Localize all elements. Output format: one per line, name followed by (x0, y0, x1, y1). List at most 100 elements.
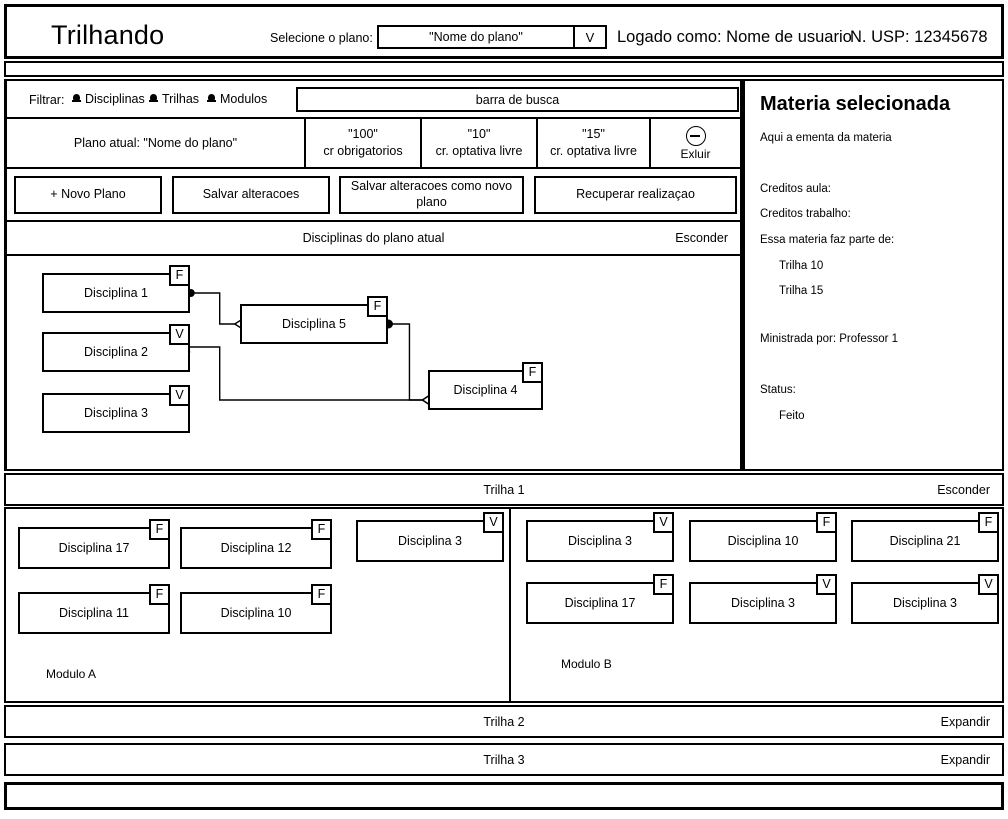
status-badge: V (816, 574, 837, 595)
usp-number-label: N. USP: 12345678 (850, 28, 988, 46)
plan-select-value: "Nome do plano" (429, 30, 523, 44)
trilha1-toggle[interactable]: Esconder (937, 482, 990, 497)
status-badge: V (169, 324, 190, 345)
action-buttons-row: + Novo Plano Salvar alteracoes Salvar al… (7, 169, 740, 222)
credit-cell-obrigatorios: "100" cr obrigatorios (306, 119, 422, 167)
taught-by-label: Ministrada por: Professor 1 (760, 333, 899, 345)
credit-cell-optativa-livre-2: "15" cr. optativa livre (538, 119, 651, 167)
module-card-label: Disciplina 3 (568, 534, 632, 548)
filter-option-modulos[interactable]: Modulos (207, 92, 267, 106)
plan-disciplines-title: Disciplinas do plano atual (302, 231, 445, 245)
new-plan-button[interactable]: + Novo Plano (14, 176, 162, 214)
delete-plan-button[interactable]: Exluir (651, 119, 740, 167)
module-card-disciplina-17[interactable]: Disciplina 17 F (526, 574, 674, 624)
module-card-disciplina-3[interactable]: Disciplina 3 V (526, 512, 674, 562)
recover-progress-button[interactable]: Recuperar realizaçao (534, 176, 737, 214)
status-badge: F (311, 584, 332, 605)
plan-disciplines-header: Disciplinas do plano atual Esconder (7, 222, 740, 256)
graph-node-disciplina-2[interactable]: Disciplina 2 V (42, 324, 190, 372)
module-card-disciplina-17[interactable]: Disciplina 17 F (18, 519, 170, 569)
module-card-disciplina-3[interactable]: Disciplina 3 V (851, 574, 999, 624)
search-input[interactable]: barra de busca (296, 87, 739, 112)
module-card-label: Disciplina 3 (893, 596, 957, 610)
module-card-disciplina-12[interactable]: Disciplina 12 F (180, 519, 332, 569)
panel-title: Materia selecionada (760, 93, 951, 115)
module-card-disciplina-10[interactable]: Disciplina 10 F (180, 584, 332, 634)
module-card-label: Disciplina 21 (889, 534, 961, 548)
trilha-item[interactable]: Trilha 10 (779, 260, 824, 272)
trilha1-body: Disciplina 17 F Disciplina 12 F Discipli… (4, 507, 1004, 703)
plan-disciplines-toggle[interactable]: Esconder (675, 231, 728, 245)
save-as-new-plan-button[interactable]: Salvar alteracoes como novo plano (339, 176, 524, 214)
module-b-label: Modulo B (561, 657, 612, 671)
status-badge: F (311, 519, 332, 540)
graph-node-label: Disciplina 3 (84, 406, 148, 420)
status-badge: V (483, 512, 504, 533)
graph-node-disciplina-1[interactable]: Disciplina 1 F (42, 265, 190, 313)
trilha3-toggle[interactable]: Expandir (940, 752, 990, 767)
graph-node-disciplina-3[interactable]: Disciplina 3 V (42, 385, 190, 433)
module-card-label: Disciplina 11 (59, 606, 129, 620)
footer-strip (4, 782, 1004, 810)
pin-icon (149, 93, 158, 105)
module-card-disciplina-3[interactable]: Disciplina 3 V (356, 512, 504, 562)
select-plan-label: Selecione o plano: (270, 31, 373, 45)
module-card-label: Disciplina 10 (220, 606, 292, 620)
trilha2-row[interactable]: Trilha 2 Expandir (4, 705, 1004, 738)
filter-label: Filtrar: (29, 93, 65, 107)
save-changes-button[interactable]: Salvar alteracoes (172, 176, 330, 214)
credits-work-label: Creditos trabalho: (760, 208, 851, 220)
credit-label: cr. optativa livre (435, 144, 523, 158)
filter-option-disciplinas[interactable]: Disciplinas (72, 92, 145, 106)
discipline-graph-canvas: Disciplina 1 F Disciplina 2 V Disciplina… (7, 256, 740, 469)
plan-summary-row: Plano atual: "Nome do plano" "100" cr ob… (7, 119, 740, 169)
module-b: Disciplina 3 V Disciplina 10 F Disciplin… (511, 509, 1002, 701)
graph-node-label: Disciplina 4 (453, 383, 518, 397)
subject-summary: Aqui a ementa da materia (760, 132, 892, 144)
graph-node-disciplina-5[interactable]: Disciplina 5 F (240, 296, 388, 344)
status-value: Feito (779, 410, 805, 422)
status-badge: F (522, 362, 543, 383)
graph-node-disciplina-4[interactable]: Disciplina 4 F (428, 362, 543, 410)
status-badge: F (149, 584, 170, 605)
pin-icon (72, 93, 81, 105)
module-card-disciplina-10[interactable]: Disciplina 10 F (689, 512, 837, 562)
module-card-label: Disciplina 12 (220, 541, 292, 555)
module-card-label: Disciplina 10 (727, 534, 799, 548)
status-badge: F (816, 512, 837, 533)
trilha2-title: Trilha 2 (483, 714, 525, 729)
filter-option-label: Modulos (220, 92, 268, 106)
module-card-label: Disciplina 3 (731, 596, 795, 610)
trilha1-title: Trilha 1 (483, 482, 525, 497)
trilha3-row[interactable]: Trilha 3 Expandir (4, 743, 1004, 776)
header-bar: Trilhando Selecione o plano: "Nome do pl… (4, 4, 1004, 59)
module-card-disciplina-21[interactable]: Disciplina 21 F (851, 512, 999, 562)
module-card-label: Disciplina 3 (398, 534, 462, 548)
module-card-disciplina-3[interactable]: Disciplina 3 V (689, 574, 837, 624)
app-title: Trilhando (51, 20, 165, 50)
module-a: Disciplina 17 F Disciplina 12 F Discipli… (6, 509, 509, 701)
status-badge: F (149, 519, 170, 540)
chevron-down-icon[interactable]: V (573, 27, 605, 47)
credit-value: "15" (582, 127, 605, 142)
status-label: Status: (760, 384, 796, 396)
minus-circle-icon (685, 125, 706, 146)
module-card-label: Disciplina 17 (58, 541, 130, 555)
graph-node-label: Disciplina 2 (84, 345, 148, 359)
header-spacer-strip (4, 61, 1004, 77)
credit-label: cr. optativa livre (550, 144, 637, 158)
trilha3-title: Trilha 3 (483, 752, 525, 767)
credit-cell-optativa-livre-1: "10" cr. optativa livre (422, 119, 538, 167)
module-card-label: Disciplina 17 (564, 596, 636, 610)
filter-option-trilhas[interactable]: Trilhas (149, 92, 199, 106)
credits-class-label: Creditos aula: (760, 183, 831, 195)
trilha-item[interactable]: Trilha 15 (779, 285, 824, 297)
trilha2-toggle[interactable]: Expandir (940, 714, 990, 729)
status-badge: F (978, 512, 999, 533)
graph-node-label: Disciplina 5 (282, 317, 346, 331)
filter-option-label: Disciplinas (85, 92, 145, 106)
module-card-disciplina-11[interactable]: Disciplina 11 F (18, 584, 170, 634)
status-badge: F (169, 265, 190, 286)
plan-select-dropdown[interactable]: "Nome do plano" V (377, 25, 607, 49)
